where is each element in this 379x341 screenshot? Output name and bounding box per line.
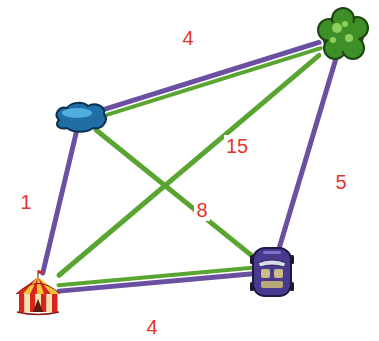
tent-wall-stripe — [19, 293, 25, 312]
car-body — [253, 248, 291, 296]
car-seat — [274, 269, 283, 278]
tent-base — [17, 312, 59, 315]
tree-highlight — [332, 23, 342, 33]
pond-picture — [51, 100, 109, 134]
graph-edge — [58, 268, 253, 291]
graph-edge — [43, 130, 77, 273]
edge-line — [96, 130, 253, 257]
car-seat — [261, 269, 270, 278]
edge-weight: 1 — [18, 191, 33, 213]
edge-weight: 4 — [144, 316, 159, 338]
flag — [38, 270, 45, 274]
tree-highlight — [330, 37, 336, 43]
edge-line — [43, 130, 77, 273]
edge-weight: 5 — [333, 171, 348, 193]
car-windshield — [258, 260, 286, 267]
graph-edge — [279, 58, 337, 250]
pond-highlight — [62, 108, 92, 118]
tent-roof-stripe — [30, 277, 38, 294]
tent-roof-stripe — [23, 277, 38, 294]
tree-highlight — [345, 34, 353, 42]
edge-line-highlight — [58, 268, 252, 285]
car-hood-shine — [263, 251, 281, 254]
tree-highlight — [342, 21, 348, 27]
tent-icon — [13, 269, 63, 317]
car-picture — [249, 246, 295, 298]
tree-icon — [315, 8, 371, 62]
tree-core — [327, 19, 359, 51]
edge-line — [279, 58, 337, 250]
pond-shape — [57, 103, 106, 132]
tent-wall-stripe — [52, 293, 58, 312]
edge-weight: 8 — [194, 199, 209, 221]
tent-picture — [13, 269, 63, 317]
graph-edge — [96, 130, 253, 257]
pond-icon — [51, 100, 109, 134]
tree-picture — [315, 8, 371, 62]
edge-line — [105, 42, 319, 109]
edge-weight: 15 — [224, 135, 250, 157]
tent-roof-outline — [16, 284, 60, 295]
car-rear-seat — [261, 281, 283, 288]
tent-wall-stripe — [47, 293, 53, 312]
edge-weight: 4 — [180, 27, 195, 49]
tent-door — [33, 299, 43, 312]
tent-wall-stripe — [25, 293, 31, 312]
car-icon — [249, 246, 295, 298]
